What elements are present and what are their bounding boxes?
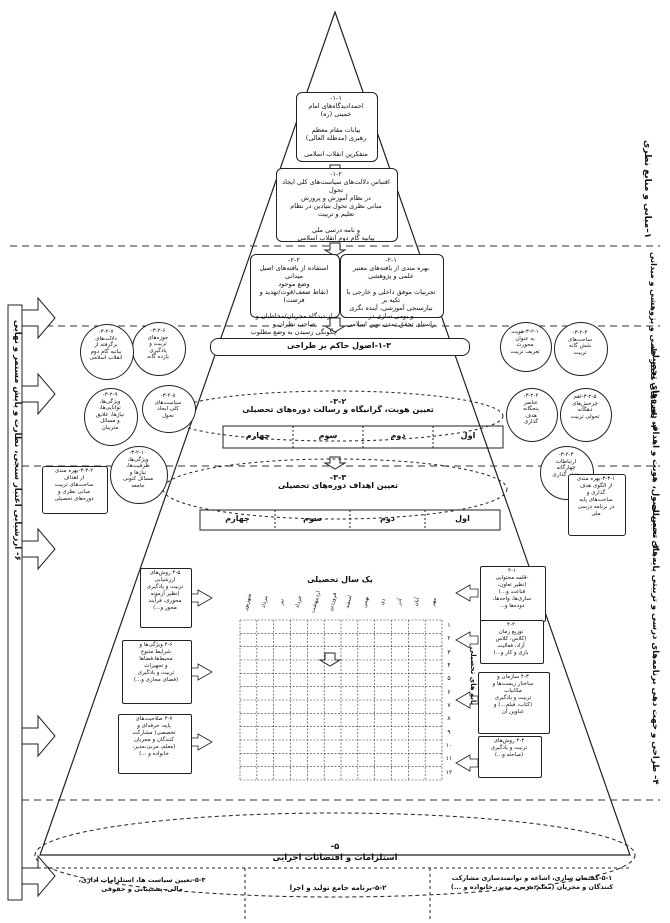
grade-label: پایه های تحصیلی	[469, 646, 477, 706]
grade-number: ۱۰	[445, 742, 453, 749]
grade-number: ۷	[447, 702, 451, 709]
bubble-3-2-8	[142, 385, 196, 433]
goals-label: ۳-۳- تعیین اهداف دوره‌های تحصیلی	[277, 473, 399, 490]
bubble-3-2-4-text: ۳-۲-۴- ساحت‌های شش گانه تربیت	[568, 330, 592, 356]
period-3: سوم	[303, 514, 322, 523]
component-box-4-1	[480, 566, 546, 622]
bubble-3-2-2-text: ۳-۲-۲- عناصر پنجگانه هدف گذاری	[523, 393, 539, 425]
left-goal-box	[42, 466, 108, 514]
component-box-4-4-text: ۴-۴ روش‌های تربیت و یادگیری (مباحثه و...…	[490, 738, 528, 758]
component-box-4-2	[480, 620, 544, 664]
bubble-3-2-8-text: ۳-۲-۸- سیاست‌های کلی ایجاد تحول	[154, 393, 182, 419]
box-2-1	[340, 254, 444, 318]
bubble-3-2-9-text: ۳-۲-۹- ویژگی‌ها، توانایی‌ها، نیازها، علا…	[95, 392, 125, 431]
grade-number: ۹	[447, 728, 451, 736]
component-box-4-6	[122, 640, 192, 704]
impl-item-5-3: ۵-۳-تعیین سیاست ها، استلزامات اداری، مال…	[78, 876, 206, 893]
component-box-4-3-text: ۴-۳ سازمان و ساختار زیست‌ها و مکانیاب تر…	[492, 674, 534, 715]
bubble-3-2-6	[132, 322, 186, 376]
bubble-3-2-6-text: ۳-۲-۶- حوزه‌های تربیت و یادگیری یازده گا…	[147, 328, 169, 360]
implementation-label: ۵- استلزامات و اقتضائات اجرایی	[272, 842, 398, 863]
box-2-2-text: ۲-۲- استفاده از یافته‌های اصیل میدانی وض…	[250, 256, 338, 336]
box-2-1-text: ۲-۱- بهره مندی از یافته‌های معتبر علمی و…	[346, 256, 436, 328]
bubble-3-2-10-text: ۳-۲-۱۰- ویژگی‌ها، ظرفیت‌ها، نیازها و مسا…	[122, 450, 154, 489]
component-box-4-2-text: ۴-۲ توزیع زمان (کلاس، کلاس آزاد، فعالیت …	[493, 622, 529, 656]
period-2: دوم	[380, 514, 395, 523]
box-1-1	[296, 92, 378, 162]
bubble-3-2-1	[500, 322, 552, 372]
principles-label: ۱-۳-اصول حاکم بر طراحی	[287, 341, 391, 350]
box-1-2-text: ۱-۲- اقتباس دلالت‌های سیاست‌های کلی ایجا…	[282, 170, 390, 242]
bubble-3-2-5	[560, 388, 612, 442]
component-box-4-5	[140, 568, 192, 628]
component-box-4-5-text: ۴-۵ روش‌های ارزشیابی تربیت و یادگیری (نظ…	[146, 570, 184, 611]
grade-number: ۱	[447, 622, 451, 629]
period-3: سوم	[318, 431, 338, 440]
bubble-3-2-2	[506, 388, 558, 442]
component-box-4-3	[478, 672, 550, 734]
box-1-2	[276, 168, 398, 242]
period-2: دوم	[390, 431, 406, 440]
impl-item-5-2: ۵-۲-برنامه جامع تولید و اجرا	[289, 884, 387, 892]
bubble-3-2-4	[554, 322, 608, 376]
bubble-3-2-5-text: ۳-۲-۵-اهم چرخش‌های دهگانه تحولی تربیت	[570, 394, 600, 420]
left-goal-box-text: ۳-۳-۲-بهره مندی از اهداف ساحت‌های تربیت …	[54, 468, 94, 502]
bubble-3-2-1-text: ۳-۲-۱-هویت به عنوان محورت تعریف تربیت	[510, 329, 540, 355]
layer-6-label: ۶- ارزشیابی اعتبار سنجی، نظارت و پایش مس…	[12, 320, 22, 561]
bubble-3-2-7-text: ۳-۲-۷- دلالت‌های برگرفته از بیانیه گام د…	[89, 329, 123, 361]
period-1: اول	[455, 514, 470, 523]
right-goal-box-text: ۳-۳-۱-بهره مندی از الگوی هدف گذاری و ساح…	[576, 476, 616, 517]
component-box-4-6-text: ۴-۶ ویژگی‌ها و شرایط متنوع محیط‌ها،فضاها…	[133, 642, 179, 683]
grade-number: ۳	[447, 648, 451, 656]
period-1: اول	[460, 431, 476, 440]
impl-item-5-1: ۵-۱-گفتمان سازی، اشاعه و توانمندسازی مشا…	[450, 874, 614, 891]
box-1-1-text: ۱-۱- احمدادیدگاه‌های امام خمینی (ره) بیا…	[304, 94, 368, 158]
grade-number: ۲	[447, 635, 451, 643]
grade-number: ۱۱	[445, 755, 453, 763]
principles-bar	[210, 338, 470, 356]
grade-number: ۶	[447, 688, 451, 696]
bubble-3-2-10	[110, 446, 168, 504]
component-box-4-7-text: ۴-۷ صلاحیت‌های پایه، حرفه‌ای و تخصصی( مش…	[132, 716, 176, 757]
period-4: چهارم	[225, 514, 250, 523]
bubble-3-2-7	[80, 324, 134, 380]
grade-number: ۱۲	[445, 768, 453, 776]
period-4: چهارم	[245, 431, 271, 440]
layer-1-label: ۱–مبانی و منابع نظری	[642, 140, 652, 239]
bubble-3-2-9	[84, 388, 138, 446]
identity-label: ۳-۲- تعیین هویت، گرانیگاه و رسالت دوره‌ه…	[242, 397, 434, 414]
grade-number: ۵	[447, 675, 451, 683]
component-box-4-1-text: ۴-۱ -قلمه محتوایی (نظیر تعاون، قناعت و..…	[492, 568, 532, 609]
year-label: یک سال تحصیلی	[307, 575, 373, 584]
component-box-4-4	[478, 736, 542, 778]
layer-4-label: ۴– طراحی و جهت دهی برنامه‌های درسی و ترب…	[650, 504, 660, 785]
grade-number: ۴	[447, 662, 451, 669]
component-box-4-7	[118, 714, 192, 774]
grade-number: ۸	[447, 715, 451, 723]
right-goal-box	[568, 474, 626, 536]
box-2-2	[250, 254, 340, 318]
pyramid-outline	[39, 10, 631, 856]
